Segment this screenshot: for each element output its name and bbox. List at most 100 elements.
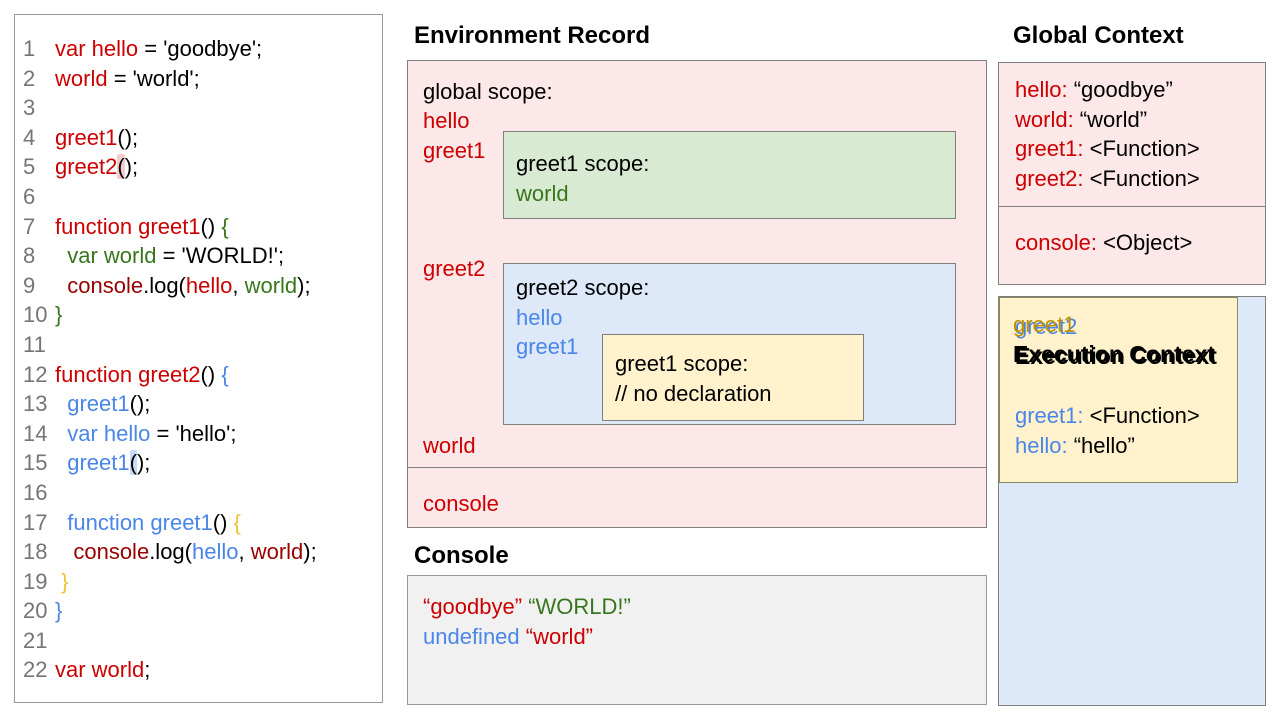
global-scope-var-world: world	[423, 433, 476, 458]
code-line: 10}	[15, 300, 382, 330]
code-token	[55, 273, 67, 298]
context-entry: world: “world”	[1015, 105, 1200, 135]
context-entry: greet1: <Function>	[1015, 401, 1200, 431]
code-token	[55, 539, 73, 564]
line-number: 5	[23, 154, 36, 180]
code-token: = 'hello';	[150, 420, 237, 446]
code-line: 21	[15, 626, 382, 656]
entry-value: “goodbye”	[1067, 77, 1173, 102]
console-row-box: console	[407, 467, 987, 528]
code-token: ,	[238, 539, 251, 565]
context-entry: console: <Object>	[1015, 228, 1192, 258]
entry-value: <Function>	[1083, 136, 1200, 161]
code-token	[55, 243, 67, 268]
entry-name: hello:	[1015, 77, 1068, 102]
code-token: ()	[200, 213, 222, 239]
code-token: );	[136, 450, 151, 476]
line-number: 12	[23, 361, 48, 387]
console-title: Console	[414, 542, 509, 569]
greet1-ec-title: Execution Context	[1013, 341, 1215, 367]
context-entry: hello: “goodbye”	[1015, 75, 1200, 105]
line-number: 3	[23, 95, 36, 121]
code-token: ()	[200, 361, 222, 387]
line-number: 20	[23, 598, 48, 624]
greet1-scope-box: greet1 scope: world	[503, 131, 956, 219]
code-token: greet1	[67, 391, 130, 417]
code-token: function greet1	[67, 509, 213, 535]
code-token: world	[244, 272, 298, 298]
environment-record-title: Environment Record	[414, 22, 651, 49]
code-line: 8 var world = 'WORLD!';	[15, 241, 382, 271]
global-context-title: Global Context	[1013, 22, 1184, 49]
global-scope-box: global scope: hello greet1 greet2 world …	[407, 60, 987, 468]
code-token: var world	[67, 243, 157, 269]
code-token	[55, 510, 67, 535]
code-token: var world	[55, 657, 145, 683]
code-token: .log(	[149, 539, 192, 565]
greet2-ec-title: Execution Context	[1015, 343, 1217, 369]
code-line: 6	[15, 182, 382, 212]
code-line: 20}	[15, 596, 382, 626]
line-number: 6	[23, 183, 36, 209]
greet2-scope-label: greet2 scope:	[516, 275, 650, 300]
entry-value: “world”	[1073, 106, 1148, 132]
entry-name: console:	[1015, 230, 1097, 255]
line-number: 13	[23, 391, 48, 417]
code-token: {	[233, 509, 241, 535]
code-line: 12 function greet2() {	[15, 360, 382, 390]
greet2-scope-var-greet1: greet1	[516, 334, 579, 359]
global-context-console-entries: console: <Object>	[1015, 228, 1192, 258]
code-token: }	[55, 302, 63, 328]
line-number: 16	[23, 479, 48, 505]
global-context-var-entries: hello: “goodbye”world: “world”greet1: <F…	[1015, 75, 1200, 193]
console-line: “goodbye” “WORLD!”	[423, 592, 631, 622]
code-token: function greet2	[55, 361, 201, 387]
greet1-scope-label: greet1 scope:	[516, 151, 650, 176]
code-token: .log(	[143, 272, 186, 298]
global-scope-var-greet2: greet2	[423, 256, 486, 281]
context-entry: greet1: <Function>	[1015, 134, 1200, 164]
code-line: 4 greet1();	[15, 123, 382, 153]
code-token: var hello	[55, 36, 139, 61]
code-token: world	[250, 539, 304, 565]
code-token: ();	[129, 391, 151, 417]
global-scope-label: global scope:	[423, 79, 553, 104]
code-token: = 'world';	[107, 65, 200, 91]
line-number: 4	[23, 124, 36, 150]
code-token: greet1	[55, 124, 118, 150]
entry-name: greet1:	[1015, 403, 1084, 428]
greet1-scope-var-world: world	[516, 181, 569, 206]
code-token: console	[67, 272, 144, 298]
code-line: 16	[15, 478, 382, 508]
line-number: 11	[23, 331, 46, 357]
line-number: 15	[23, 450, 48, 476]
code-token: );	[124, 154, 139, 180]
context-entry: hello: “hello”	[1015, 431, 1200, 461]
code-token: function greet1	[55, 213, 201, 239]
entry-name: greet2:	[1015, 165, 1084, 191]
line-number: 8	[23, 243, 36, 269]
code-token	[55, 421, 67, 446]
code-token: ();	[117, 124, 139, 150]
global-scope-var-hello: hello	[423, 108, 470, 133]
line-number: 1	[23, 36, 36, 61]
entry-name: world:	[1015, 106, 1074, 132]
greet2-scope-box: greet2 scope: hello greet1 greet1 scope:…	[503, 263, 956, 425]
greet1-ec-name: greet1	[1013, 312, 1076, 337]
code-token	[55, 391, 67, 416]
entry-name: greet1:	[1015, 136, 1084, 161]
line-number: 10	[23, 302, 48, 328]
code-line: 19 }	[15, 567, 382, 597]
greet2-scope-var-hello: hello	[516, 305, 563, 330]
console-lines: “goodbye” “WORLD!”undefined “world”	[423, 592, 631, 652]
code-line: 14 var hello = 'hello';	[15, 419, 382, 449]
code-line: 9 console.log(hello, world);	[15, 271, 382, 301]
code-token: {	[221, 361, 229, 387]
code-token: console	[73, 539, 150, 565]
entry-value: <Object>	[1096, 230, 1193, 255]
console-row-label: console	[423, 491, 499, 516]
